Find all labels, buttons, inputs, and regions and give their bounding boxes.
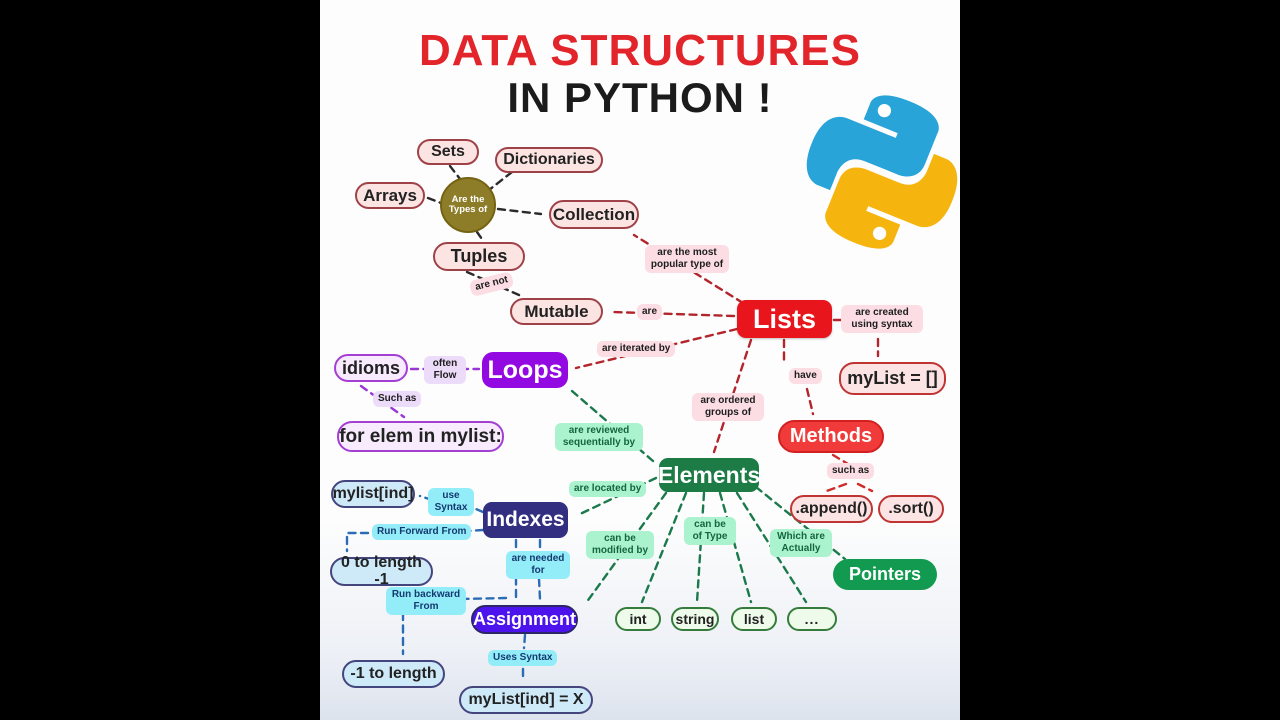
edge-label-such-as-red: such as	[827, 463, 875, 479]
node-assignment: Assignment	[471, 605, 578, 634]
letterbox-right	[960, 0, 1280, 720]
node-sets: Sets	[417, 139, 479, 165]
node-sort: .sort()	[878, 495, 944, 523]
edge-label-are-located-by: are located by	[569, 481, 647, 497]
node-int: int	[615, 607, 661, 631]
node-loops: Loops	[482, 352, 568, 388]
edge-label-uses-syntax: Uses Syntax	[488, 650, 558, 666]
node-append: .append()	[790, 495, 873, 523]
edge-label-often-flow: often Flow	[424, 356, 466, 384]
node-list: list	[731, 607, 777, 631]
edge-label-which-are: Which are Actually	[770, 529, 832, 557]
edge-label-can-be-modified: can be modified by	[586, 531, 654, 559]
edge-label-are: are	[637, 304, 663, 320]
node-string: string	[671, 607, 719, 631]
node-collection: Collection	[549, 200, 639, 229]
edge-label-can-be-of-type: can be of Type	[684, 517, 736, 545]
node-mylist-ind: mylist[ind]	[331, 480, 415, 508]
edge-label-are-most-popular: are the most popular type of	[645, 245, 729, 273]
node-elements: Elements	[658, 458, 760, 492]
edge-label-are-reviewed: are reviewed sequentially by	[555, 423, 643, 451]
edge-label-are-ordered: are ordered groups of	[692, 393, 764, 421]
node-neg1-to-length: -1 to length	[342, 660, 445, 688]
node-tuples: Tuples	[433, 242, 525, 271]
edge-label-run-forward: Run Forward From	[372, 524, 472, 540]
edge-label-are-created: are created using syntax	[841, 305, 923, 333]
edge-label-have: have	[789, 368, 822, 384]
node-are-the-types-of: Are the Types of	[440, 177, 496, 233]
node-arrays: Arrays	[355, 182, 425, 209]
node-zero-to-length: 0 to length -1	[330, 554, 433, 587]
node-for-elem: for elem in mylist:	[337, 421, 504, 452]
node-indexes: Indexes	[483, 502, 568, 538]
node-dictionaries: Dictionaries	[495, 147, 603, 173]
node-mylist-syntax: myList = []	[839, 362, 946, 395]
node-idioms: idioms	[334, 354, 408, 382]
node-mutable: Mutable	[510, 298, 603, 325]
node-lists: Lists	[737, 300, 832, 338]
edge-label-run-backward: Run backward From	[386, 587, 466, 615]
node-pointers: Pointers	[833, 559, 937, 590]
page-subtitle: IN PYTHON !	[507, 74, 773, 121]
python-logo-icon	[806, 95, 958, 249]
edge-label-such-as-purple: Such as	[373, 391, 422, 407]
edge-label-are-iterated-by: are iterated by	[597, 341, 676, 357]
node-methods: Methods	[778, 420, 884, 453]
node-ellipsis: ...	[787, 607, 837, 631]
node-mylist-assign: myList[ind] = X	[459, 686, 593, 714]
letterbox-left	[0, 0, 320, 720]
page-title: DATA STRUCTURES	[419, 26, 861, 75]
edge-label-are-needed-for: are needed for	[506, 551, 570, 579]
edge-label-use-syntax: use Syntax	[428, 488, 474, 516]
